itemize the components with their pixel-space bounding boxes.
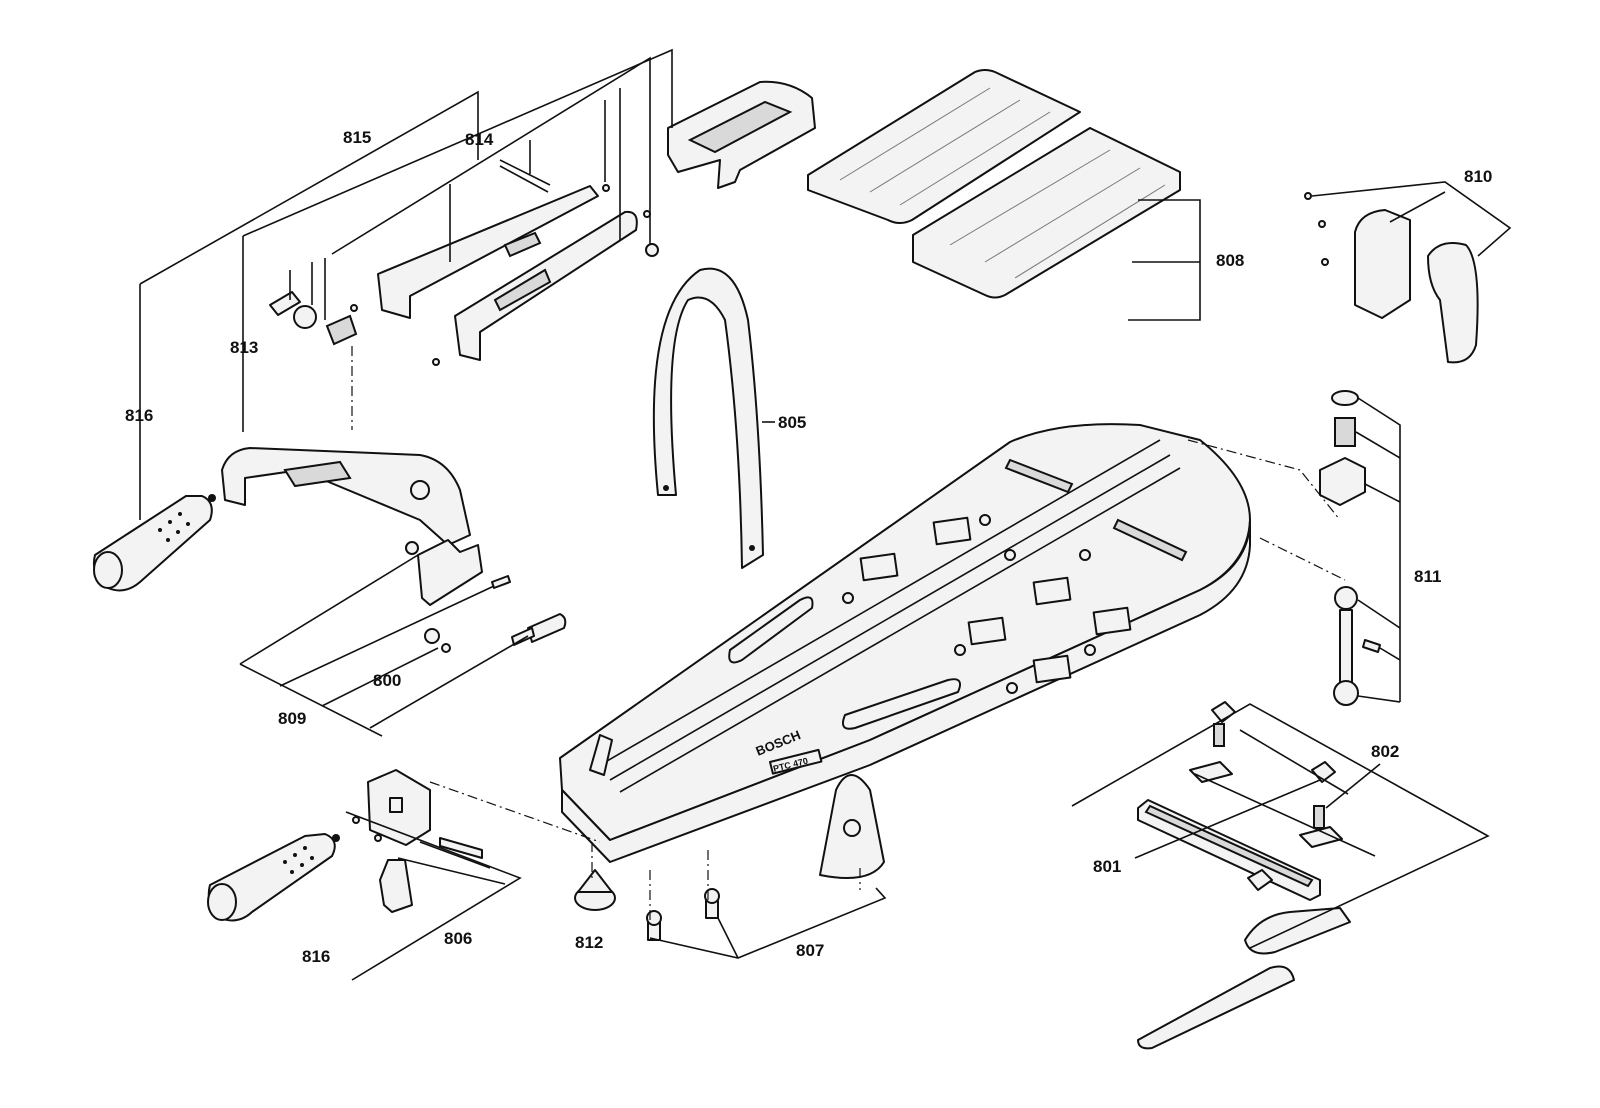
callout-805: 805 — [778, 413, 806, 432]
callout-814: 814 — [465, 130, 494, 149]
callout-labels: 800 801 802 805 806 807 808 809 810 811 … — [125, 128, 1492, 966]
handle-grip-lower — [207, 833, 340, 922]
callout-808: 808 — [1216, 251, 1244, 270]
base-screws — [646, 888, 720, 941]
callout-815: 815 — [343, 128, 371, 147]
callout-813: 813 — [230, 338, 258, 357]
handle-grip-upper — [92, 494, 216, 592]
callout-809: 809 — [278, 709, 306, 728]
callout-802: 802 — [1371, 742, 1399, 761]
angle-guide — [1137, 701, 1351, 1050]
callout-800: 800 — [373, 671, 401, 690]
clamp-handle — [1304, 192, 1479, 364]
top-holder-bracket — [667, 80, 816, 189]
callout-801: 801 — [1093, 857, 1121, 876]
callout-816-lower: 816 — [302, 947, 330, 966]
callout-807: 807 — [796, 941, 824, 960]
callout-811: 811 — [1414, 567, 1441, 586]
callout-810: 810 — [1464, 167, 1492, 186]
lever-handle — [221, 447, 471, 546]
callout-812: 812 — [575, 933, 603, 952]
end-bracket — [352, 769, 483, 913]
pivot-bracket — [405, 539, 567, 653]
callout-816-upper: 816 — [125, 406, 153, 425]
stop-assembly — [1319, 390, 1381, 706]
leader-lines — [139, 48, 1512, 981]
callout-806: 806 — [444, 929, 472, 948]
slide-guide-assembly — [350, 159, 659, 366]
table-extension-plates — [807, 69, 1181, 299]
cam-and-spring — [269, 291, 358, 346]
assembly-dash-lines — [351, 346, 1346, 920]
carry-strap — [652, 267, 764, 569]
base-plate: BOSCH PTC 470 — [559, 423, 1251, 879]
rubber-foot — [574, 869, 616, 911]
